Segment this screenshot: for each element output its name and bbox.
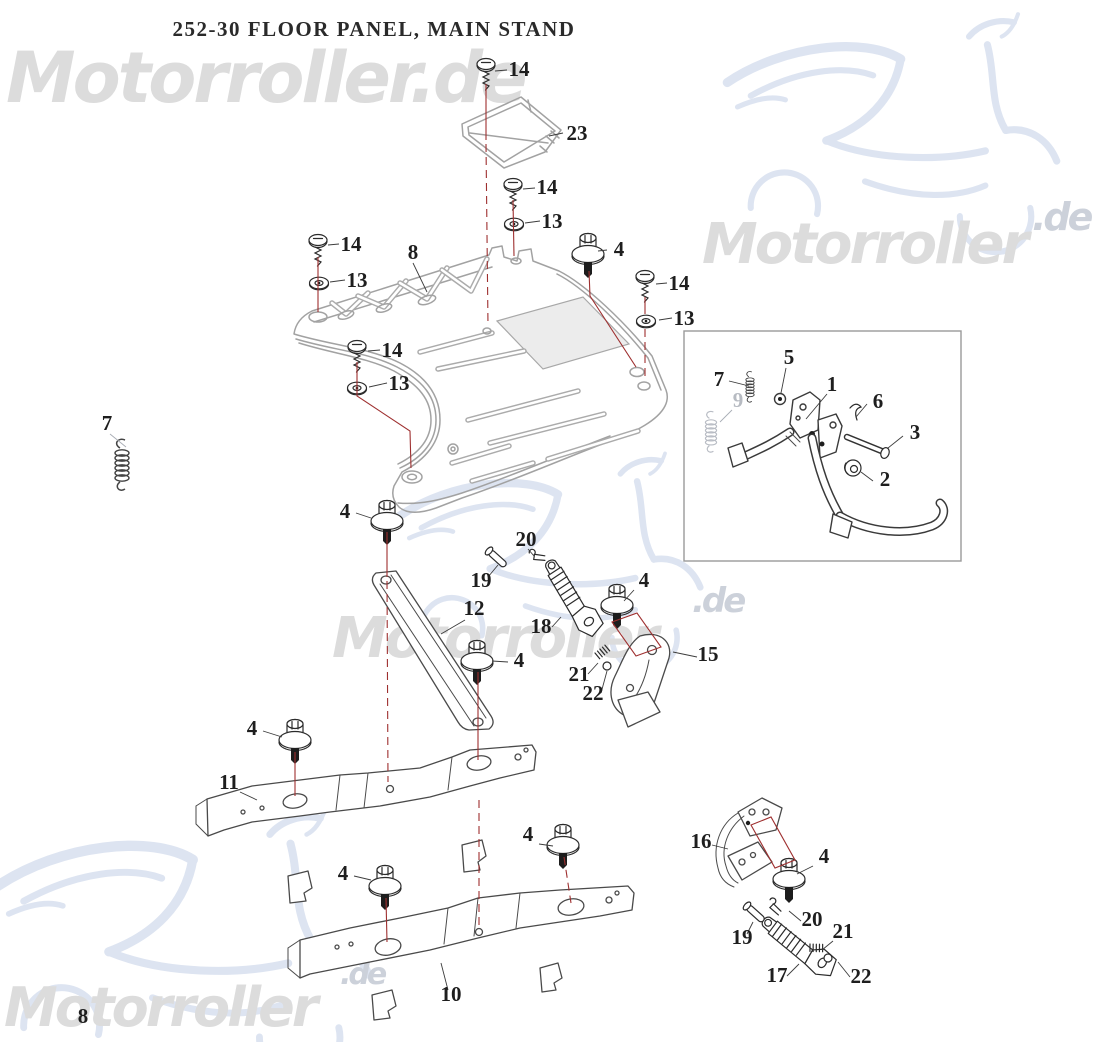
diagram-title: 252-30 FLOOR PANEL, MAIN STAND xyxy=(173,17,576,41)
callout-7: 7 xyxy=(102,411,113,435)
callout-10: 10 xyxy=(441,982,462,1006)
callout-21: 21 xyxy=(569,662,590,686)
callout-12: 12 xyxy=(464,596,485,620)
callout-14: 14 xyxy=(509,57,531,81)
part-7-spring-small xyxy=(745,371,755,403)
callout-6: 6 xyxy=(873,389,884,413)
callout-13: 13 xyxy=(389,371,410,395)
washer-13 xyxy=(635,314,657,329)
part-2-bushing xyxy=(844,459,862,477)
part-5-washer xyxy=(773,392,787,406)
callout-22: 22 xyxy=(583,681,604,705)
assembly-axis-lines xyxy=(294,84,796,943)
panel-lower-ribs xyxy=(417,330,641,484)
callout-9: 9 xyxy=(733,388,744,412)
rail-foot-tab xyxy=(371,989,397,1021)
callout-4: 4 xyxy=(819,844,830,868)
watermark-layer: Motorroller.de Motorroller .de Motorroll… xyxy=(0,14,1094,1042)
callout-14: 14 xyxy=(382,338,404,362)
callout-4: 4 xyxy=(514,648,525,672)
part-22-ring-clip xyxy=(602,661,612,671)
callout-16: 16 xyxy=(691,829,712,853)
callout-13: 13 xyxy=(674,306,695,330)
callout-19: 19 xyxy=(471,568,492,592)
watermark-brand-bottom-left: Motorroller xyxy=(4,976,322,1039)
watermark-tld-middle: .de xyxy=(692,581,745,621)
part-19-clevis-pin xyxy=(741,900,768,925)
callout-leaders xyxy=(109,69,904,991)
callout-4: 4 xyxy=(340,499,351,523)
callout-2: 2 xyxy=(880,467,891,491)
callout-20: 20 xyxy=(802,907,823,931)
callout-8: 8 xyxy=(408,240,419,264)
callout-3: 3 xyxy=(910,420,921,444)
panel-rib-truss xyxy=(329,256,490,320)
part-16-stand-bracket xyxy=(715,797,783,888)
callout-labels: 14 23 14 13 14 13 8 4 14 13 14 13 7 5 7 … xyxy=(78,57,921,1028)
callout-23: 23 xyxy=(567,121,588,145)
part-22-ring-clip xyxy=(823,953,833,963)
callout-19: 19 xyxy=(732,925,753,949)
part-15-stand-bracket xyxy=(610,633,671,728)
part-9-spring-gray xyxy=(704,410,718,453)
part-8-floor-panel xyxy=(293,245,669,513)
part-6-clip xyxy=(849,403,863,421)
rail-foot-tab xyxy=(539,962,563,993)
callout-4: 4 xyxy=(338,861,349,885)
part-11-cross-rail xyxy=(195,744,537,904)
callout-4: 4 xyxy=(247,716,258,740)
callout-13: 13 xyxy=(347,268,368,292)
washer-13 xyxy=(308,276,330,291)
part-10-cross-rail xyxy=(287,885,635,1021)
callout-14: 14 xyxy=(669,271,691,295)
callout-22: 22 xyxy=(851,964,872,988)
callout-5: 5 xyxy=(784,345,795,369)
callout-7: 7 xyxy=(714,367,725,391)
callout-4: 4 xyxy=(523,822,534,846)
rail-foot-tab xyxy=(287,870,313,904)
part-7-main-stand-spring xyxy=(114,438,130,491)
bolt-4 xyxy=(368,864,402,911)
bolt-4 xyxy=(571,232,605,279)
callout-1: 1 xyxy=(827,372,838,396)
watermark-tld-top-right: .de xyxy=(1032,195,1093,239)
watermark-brand-top-left: Motorroller.de xyxy=(6,37,525,119)
inset-box-frame xyxy=(683,330,962,562)
callout-21: 21 xyxy=(833,919,854,943)
page-corner-label-8: 8 xyxy=(78,1004,89,1028)
callout-17: 17 xyxy=(767,963,788,987)
bolt-4 xyxy=(772,857,806,904)
part-20-cotter-clip xyxy=(764,896,786,916)
part-12-support-bar xyxy=(371,570,494,731)
bolt-4 xyxy=(546,823,580,870)
callout-4: 4 xyxy=(639,568,650,592)
callout-18: 18 xyxy=(531,614,552,638)
callout-15: 15 xyxy=(698,642,719,666)
callout-20: 20 xyxy=(516,527,537,551)
part-1-main-stand xyxy=(727,391,949,539)
callout-14: 14 xyxy=(537,175,559,199)
callout-4: 4 xyxy=(614,237,625,261)
callout-14: 14 xyxy=(341,232,363,256)
callout-11: 11 xyxy=(219,770,239,794)
watermark-brand-top-right: Motorroller xyxy=(702,212,1033,277)
part-3-pivot-shaft xyxy=(843,433,890,459)
rail-foot-tab xyxy=(461,839,487,873)
part-23-floor-mat-pad xyxy=(461,96,562,169)
main-stand-inset-box xyxy=(683,330,962,562)
callout-13: 13 xyxy=(542,209,563,233)
